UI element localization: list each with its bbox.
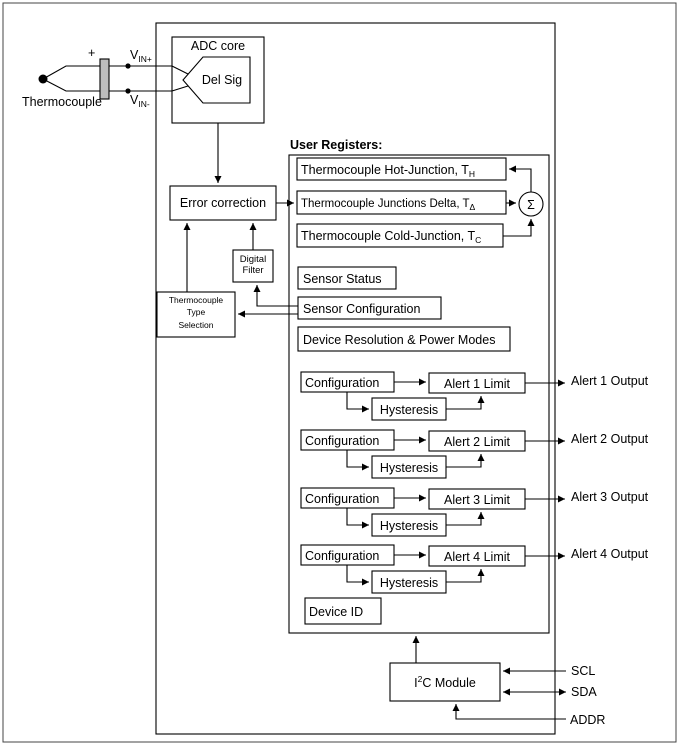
alert-4-limit-label: Alert 4 Limit: [444, 550, 511, 564]
device-resolution-label: Device Resolution & Power Modes: [303, 333, 495, 347]
sensor-status-label: Sensor Status: [303, 272, 382, 286]
hot-junction-label: Thermocouple Hot-Junction, TH: [301, 163, 475, 179]
error-correction-label: Error correction: [180, 196, 266, 210]
digital-filter-label-2: Filter: [242, 265, 263, 276]
del-sig-block: [182, 56, 251, 104]
sensor-status-register: [297, 266, 397, 290]
del-sig-label: Del Sig: [202, 73, 242, 87]
alert-1-hysteresis-to-limit-arrow: [446, 396, 485, 410]
tc-type-selection-label-2: Type: [187, 307, 206, 317]
alert-3-limit-label: Alert 3 Limit: [444, 493, 511, 507]
alert-4-output-label: Alert 4 Output: [571, 547, 649, 561]
vin-minus-label: VIN-: [130, 93, 150, 109]
sensor-configuration-register: [297, 296, 442, 320]
alert-3-hysteresis-to-limit-arrow: [446, 512, 485, 526]
alert-1-output-label: Alert 1 Output: [571, 374, 649, 388]
alert-2-hysteresis-label: Hysteresis: [380, 461, 438, 475]
thermocouple-connector: [99, 58, 110, 100]
vin-plus-label: VIN+: [130, 48, 152, 64]
junctions-delta-label: Thermocouple Junctions Delta, TΔ: [301, 198, 476, 212]
thermocouple-probe: [38, 58, 156, 100]
hot-junction-register: [296, 157, 507, 181]
scl-label: SCL: [571, 664, 595, 678]
alert-2-output-label: Alert 2 Output: [571, 432, 649, 446]
plus-sign: +: [88, 46, 95, 60]
tc-type-selection-box: [156, 291, 236, 338]
i2c-module-label: I2C Module: [414, 674, 476, 690]
cold-junction-label: Thermocouple Cold-Junction, TC: [301, 229, 481, 245]
alert-3-config-to-hysteresis-arrow: [346, 508, 369, 529]
device-resolution-register: [297, 326, 511, 352]
alert-4-config-to-hysteresis-arrow: [346, 565, 369, 586]
adc-core-label: ADC core: [191, 39, 245, 53]
alert-3-hysteresis-label: Hysteresis: [380, 519, 438, 533]
device-id-label: Device ID: [309, 605, 363, 619]
alert-1-config-to-hysteresis-arrow: [346, 392, 369, 413]
sigma-label: Σ: [527, 198, 535, 212]
alert-1-hysteresis-label: Hysteresis: [380, 403, 438, 417]
alert-3-configuration-label: Configuration: [305, 492, 379, 506]
user-registers-label: User Registers:: [290, 138, 382, 152]
alert-1-limit-label: Alert 1 Limit: [444, 377, 511, 391]
alert-4-hysteresis-to-limit-arrow: [446, 569, 485, 583]
alert-3-output-label: Alert 3 Output: [571, 490, 649, 504]
alert-4-hysteresis-label: Hysteresis: [380, 576, 438, 590]
error-correction-box: [169, 185, 277, 221]
sda-label: SDA: [571, 685, 597, 699]
i2c-module-box: [389, 662, 501, 702]
alert-2-config-to-hysteresis-arrow: [346, 450, 369, 471]
digital-filter-label-1: Digital: [240, 254, 266, 265]
alert-2-configuration-label: Configuration: [305, 434, 379, 448]
tc-type-selection-label-3: Selection: [179, 320, 214, 330]
alert-4-configuration-label: Configuration: [305, 549, 379, 563]
addr-label: ADDR: [570, 713, 605, 727]
sensor-configuration-label: Sensor Configuration: [303, 302, 420, 316]
device-id-register: [304, 597, 382, 625]
alert-1-configuration-label: Configuration: [305, 376, 379, 390]
thermocouple-label: Thermocouple: [22, 95, 102, 109]
alert-2-hysteresis-to-limit-arrow: [446, 454, 485, 468]
tc-type-selection-label-1: Thermocouple: [169, 295, 224, 305]
alert-2-limit-label: Alert 2 Limit: [444, 435, 511, 449]
